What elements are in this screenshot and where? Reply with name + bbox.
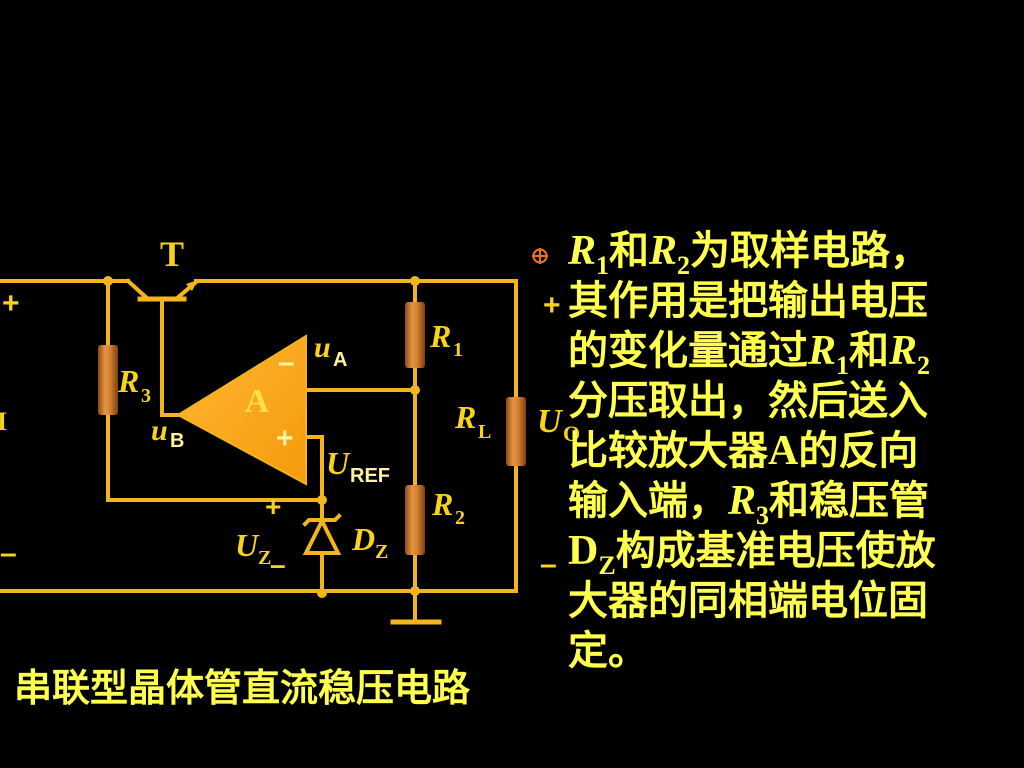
junction-dot <box>317 588 327 598</box>
note-text: 比较放大器 <box>568 428 768 474</box>
wire-base-lead <box>160 297 180 417</box>
output-plus-sign: + <box>543 289 561 322</box>
bullet-icon <box>532 248 548 264</box>
input-label: I <box>0 407 7 436</box>
transistor-t <box>125 278 198 302</box>
label-ub-sub: B <box>170 430 184 452</box>
label-r2-sub: 2 <box>455 507 465 529</box>
note-text: 输入端， <box>568 478 728 524</box>
explanation-text: R1和R2为取样电路， 其作用是把输出电压 的变化量通过R1和R2 分压取出，然… <box>568 226 1024 676</box>
symbol-a: A <box>768 428 799 474</box>
resistor-r3 <box>98 345 118 415</box>
label-ua-symbol: u <box>314 331 331 364</box>
note-line-7: DZ构成基准电压使放 <box>568 526 1024 580</box>
note-text: 和 <box>609 228 650 274</box>
note-text: 的变化量通过 <box>568 328 808 374</box>
label-dz-sub: Z <box>375 541 388 563</box>
note-line-3: 的变化量通过R1和R2 <box>568 326 1024 380</box>
symbol-d: D <box>568 528 599 574</box>
note-line-1: R1和R2为取样电路， <box>568 226 1024 280</box>
label-ua-sub: A <box>333 349 347 371</box>
label-rl-symbol: R <box>454 399 476 435</box>
note-text: 构成基准电压使放 <box>615 528 936 574</box>
input-plus-sign: + <box>2 287 20 320</box>
output-minus-sign: – <box>540 548 557 581</box>
junction-dot <box>410 586 420 596</box>
junction-dot <box>317 495 327 505</box>
resistor-r1 <box>405 302 425 368</box>
symbol-r: R <box>649 228 678 274</box>
label-ub-symbol: u <box>151 414 168 447</box>
zener-triangle <box>302 516 342 555</box>
label-dz-symbol: D <box>351 521 375 557</box>
label-uref-symbol: U <box>326 445 351 481</box>
symbol-r: R <box>889 328 918 374</box>
note-text: 为取样电路， <box>690 228 931 274</box>
subscript: 1 <box>836 351 850 380</box>
opamp-plus-sign: + <box>276 422 294 455</box>
symbol-r: R <box>808 328 837 374</box>
subscript: 1 <box>596 251 610 280</box>
label-r3-sub: 3 <box>141 385 151 407</box>
figure-caption: 串联型晶体管直流稳压电路 <box>14 666 471 710</box>
wire-noninverting-input <box>304 435 324 522</box>
subscript: 2 <box>677 251 691 280</box>
note-line-5: 比较放大器A的反向 <box>568 426 1024 476</box>
note-text: 大器的同相端电位固 <box>568 578 928 624</box>
note-line-8: 大器的同相端电位固 <box>568 576 1024 626</box>
label-transistor: T <box>160 234 184 274</box>
transistor-emitter-arrow <box>186 280 198 291</box>
label-opamp: A <box>245 383 270 420</box>
note-text: 其作用是把输出电压 <box>568 278 928 324</box>
uz-minus-sign: – <box>270 549 286 580</box>
note-line-2: 其作用是把输出电压 <box>568 276 1024 326</box>
label-r3-symbol: R <box>117 363 139 399</box>
symbol-r: R <box>568 228 597 274</box>
note-text: 分压取出，然后送入 <box>568 378 928 424</box>
resistor-rl <box>506 397 526 466</box>
transistor-collector <box>125 278 151 302</box>
opamp-minus-sign: – <box>278 346 295 379</box>
resistor-r2 <box>405 485 425 555</box>
note-text: 的反向 <box>798 428 919 474</box>
note-text: 和稳压管 <box>769 478 930 524</box>
label-r1-sub: 1 <box>453 339 463 361</box>
subscript: 3 <box>756 501 770 530</box>
label-uz-symbol: U <box>235 527 260 563</box>
note-line-6: 输入端，R3和稳压管 <box>568 476 1024 530</box>
wire-r3-branch <box>106 279 324 502</box>
junction-dot <box>410 385 420 395</box>
uz-plus-sign: + <box>265 491 281 522</box>
label-rl-sub: L <box>478 421 491 443</box>
opamp-a <box>176 334 307 486</box>
label-r1-symbol: R <box>429 318 451 354</box>
junction-dot <box>410 276 420 286</box>
label-uz-sub: Z <box>258 547 271 569</box>
label-uo-sub: O <box>563 421 580 446</box>
note-line-4: 分压取出，然后送入 <box>568 376 1024 426</box>
note-line-9: 定。 <box>568 626 1024 676</box>
subscript: 2 <box>917 351 931 380</box>
junction-dot <box>103 276 113 286</box>
label-uo-symbol: U <box>537 403 564 440</box>
zener-diode-dz <box>302 513 342 555</box>
label-r2-symbol: R <box>431 486 453 522</box>
subscript: Z <box>598 551 616 580</box>
label-uref-sub: REF <box>350 465 390 487</box>
note-text: 和 <box>849 328 890 374</box>
note-text: 定。 <box>568 628 648 674</box>
symbol-r: R <box>728 478 757 524</box>
input-minus-sign: – <box>0 537 17 570</box>
